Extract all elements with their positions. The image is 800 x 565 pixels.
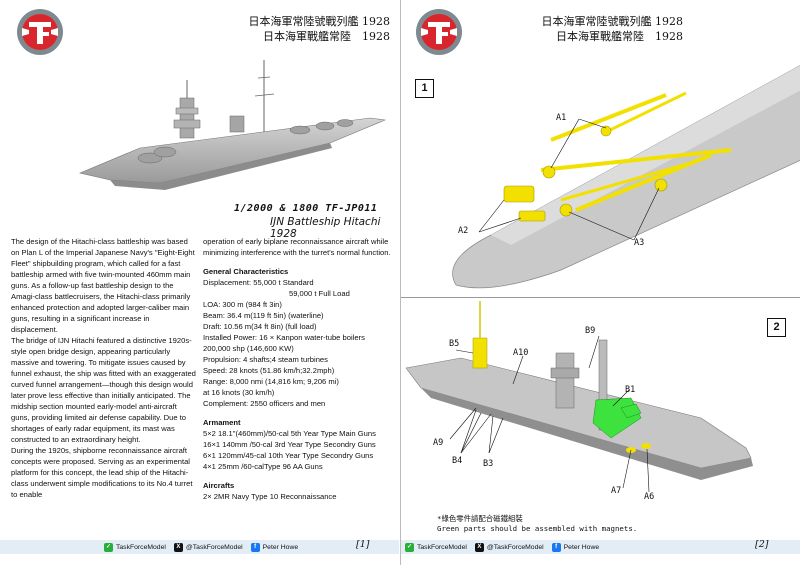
spec-line: Installed Power: 16 × Kanpon water-tube …: [203, 333, 365, 342]
facebook-icon: f: [250, 542, 260, 552]
callout-label: B3: [483, 459, 494, 469]
magnet-note: *綠色零件請配合磁鐵組裝 Green parts should be assem…: [437, 514, 637, 534]
title-line-2: 日本海軍戰艦常陸 1928: [556, 30, 683, 43]
spec-line: Range: 8,000 nmi (14,816 km; 9,206 mi): [203, 377, 339, 386]
armament-line: 16×1 140mm /50-cal 3rd Year Type Secondr…: [203, 440, 376, 449]
spec-line: Draft: 10.56 m(34 ft 8in) (full load): [203, 322, 317, 331]
callout-label: B1: [625, 385, 636, 395]
page-title: 日本海軍常陸號戰列艦 1928 日本海軍戰艦常陸 1928: [220, 14, 391, 44]
history-continuation: operation of early biplane reconnaissanc…: [203, 237, 391, 257]
armament-heading: Armament: [203, 418, 241, 427]
page-number-right: [2]: [755, 539, 769, 550]
step-2-illustration: [405, 301, 753, 493]
x-icon: X: [474, 542, 484, 552]
magnet-note-zh: *綠色零件請配合磁鐵組裝: [437, 514, 523, 523]
callout-label: A6: [644, 492, 655, 502]
wechat-contact[interactable]: ✓TaskForceModel: [405, 542, 467, 552]
callout-label: A3: [634, 238, 645, 248]
x-icon: X: [173, 542, 183, 552]
x-handle: @TaskForceModel: [185, 543, 243, 551]
taskforce-logo: [416, 9, 462, 55]
x-contact[interactable]: X@TaskForceModel: [474, 542, 544, 552]
aircraft-line: 2× 2MR Navy Type 10 Reconnaissance: [203, 492, 337, 501]
spec-line: 59,000 t Full Load: [289, 289, 350, 298]
history-column: The design of the Hitachi-class battlesh…: [11, 236, 197, 500]
magnet-note-en: Green parts should be assembled with mag…: [437, 524, 638, 533]
armament-line: 5×2 18.1"(460mm)/50-cal 5th Year Type Ma…: [203, 429, 376, 438]
step-1-marker: 1: [415, 79, 434, 98]
history-paragraph-2: The bridge of IJN Hitachi featured a dis…: [11, 336, 196, 444]
x-contact[interactable]: X@TaskForceModel: [173, 542, 243, 552]
wechat-handle: TaskForceModel: [116, 543, 166, 551]
specs-heading: General Characteristics: [203, 267, 289, 276]
specs-column: operation of early biplane reconnaissanc…: [203, 236, 395, 502]
facebook-handle: Peter Howe: [262, 543, 299, 551]
aircraft-heading: Aircrafts: [203, 481, 235, 490]
page-title: 日本海軍常陸號戰列艦 1928 日本海軍戰艦常陸 1928: [511, 14, 684, 44]
section-divider: [401, 297, 800, 298]
spec-line: Complement: 2550 officers and men: [203, 399, 326, 408]
spec-line: 200,000 shp (146,600 KW): [203, 344, 294, 353]
spec-line: Propulsion: 4 shafts;4 steam turbines: [203, 355, 328, 364]
battleship-render: [79, 60, 387, 190]
callout-label: A10: [513, 348, 529, 358]
step-2-marker: 2: [767, 318, 786, 337]
armament-line: 4×1 25mm /60-calType 96 AA Guns: [203, 462, 323, 471]
facebook-icon: f: [551, 542, 561, 552]
callout-label: B5: [449, 339, 460, 349]
facebook-handle: Peter Howe: [563, 543, 600, 551]
wechat-handle: TaskForceModel: [417, 543, 467, 551]
taskforce-logo: [17, 9, 63, 55]
callout-label: A7: [611, 486, 622, 496]
title-line-2: 日本海軍戰艦常陸 1928: [263, 30, 390, 43]
callout-label: B4: [452, 456, 463, 466]
history-paragraph-3: During the 1920s, shipborne reconnaissan…: [11, 446, 193, 499]
callout-label: A2: [458, 226, 469, 236]
callout-label: A9: [433, 438, 444, 448]
x-handle: @TaskForceModel: [486, 543, 544, 551]
callout-label: B9: [585, 326, 596, 336]
title-line-1: 日本海軍常陸號戰列艦 1928: [541, 15, 684, 28]
spec-line: Beam: 36.4 m(119 ft 5in) (waterline): [203, 311, 324, 320]
spec-line: at 16 knots (30 km/h): [203, 388, 275, 397]
spec-line: LOA: 300 m (984 ft 3in): [203, 300, 282, 309]
spec-line: Speed: 28 knots (51.86 km/h;32.2mph): [203, 366, 335, 375]
page-number-left: [1]: [356, 539, 370, 550]
product-code: 1/2000 & 1800 TF-JP011: [234, 203, 378, 214]
wechat-contact[interactable]: ✓TaskForceModel: [104, 542, 166, 552]
wechat-icon: ✓: [104, 542, 113, 552]
step-1-illustration: [452, 65, 800, 289]
instruction-page-left: 日本海軍常陸號戰列艦 1928 日本海軍戰艦常陸 1928 1/2000 & 1…: [0, 9, 399, 554]
title-line-1: 日本海軍常陸號戰列艦 1928: [248, 15, 391, 28]
product-name: IJN Battleship Hitachi 1928: [270, 216, 381, 240]
instruction-page-right: 日本海軍常陸號戰列艦 1928 日本海軍戰艦常陸 1928 1 A1 A2 A3…: [400, 0, 800, 565]
wechat-icon: ✓: [405, 542, 414, 552]
callout-label: A1: [556, 113, 567, 123]
armament-line: 6×1 120mm/45-cal 10th Year Type Secondry…: [203, 451, 374, 460]
spec-line: Displacement: 55,000 t Standard: [203, 278, 314, 287]
history-paragraph-1: The design of the Hitachi-class battlesh…: [11, 237, 195, 334]
